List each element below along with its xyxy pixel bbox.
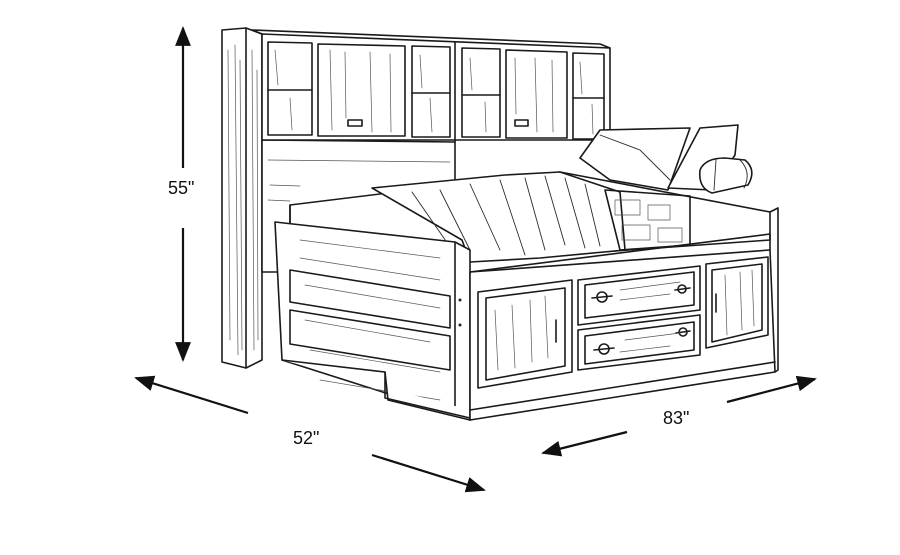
height-dimension-label: 55": [168, 178, 195, 198]
daybed-sketch-icon: [221, 27, 779, 421]
width-arrow-icon: [134, 375, 486, 493]
length-dimension-label: 83": [663, 408, 690, 428]
width-dimension-label: 52": [293, 428, 320, 448]
length-arrow-icon: [541, 375, 817, 457]
